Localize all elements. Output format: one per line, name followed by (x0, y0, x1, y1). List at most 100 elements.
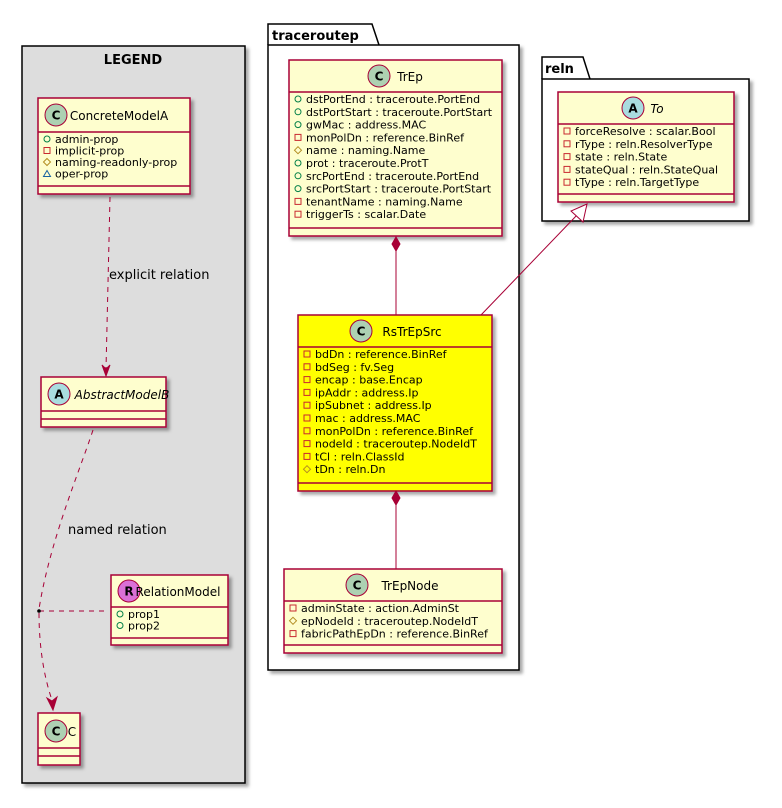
named-relation-label: named relation (68, 523, 167, 538)
public-visibility-icon (116, 622, 124, 629)
class-c[interactable]: C C (37, 712, 81, 766)
class-trep[interactable]: C TrEp dstPortEnd : traceroute.PortEndds… (288, 59, 503, 237)
package-title: traceroutep (272, 29, 359, 44)
class-concrete-model-a[interactable]: C ConcreteModelA admin-propimplicit-prop… (37, 97, 191, 195)
class-circle-icon (345, 573, 369, 597)
private-visibility-icon (303, 440, 311, 448)
private-visibility-icon (303, 414, 311, 422)
class-attribute: name : naming.Name (306, 144, 426, 157)
class-attribute: tCl : reln.ClassId (315, 450, 405, 463)
class-attribute: oper-prop (55, 168, 108, 181)
package-title: reln (545, 62, 574, 77)
class-attribute: ipAddr : address.Ip (315, 386, 419, 399)
class-attribute: ipSubnet : address.Ip (315, 399, 432, 412)
private-visibility-icon (43, 147, 51, 154)
class-attribute: prop1 (128, 608, 160, 621)
class-attribute: srcPortEnd : traceroute.PortEnd (306, 170, 479, 183)
class-letter: R (124, 585, 133, 599)
public-visibility-icon (294, 108, 302, 116)
public-visibility-icon (116, 610, 124, 618)
protected-visibility-icon (42, 157, 52, 167)
class-attribute: adminState : action.AdminSt (301, 602, 460, 615)
class-letter: C (353, 579, 362, 593)
private-visibility-icon (294, 133, 302, 141)
abstract-circle-icon (621, 96, 645, 120)
private-visibility-icon (289, 604, 297, 612)
private-visibility-icon (303, 363, 311, 371)
class-letter: C (52, 725, 61, 739)
class-name: To (650, 102, 663, 116)
private-visibility-icon (563, 178, 571, 186)
class-attribute: stateQual : reln.StateQual (575, 163, 718, 176)
class-letter: C (357, 325, 366, 339)
generalization-rstrepsrc-to (480, 203, 588, 316)
class-attribute: dstPortStart : traceroute.PortStart (306, 106, 493, 119)
class-name: RelationModel (136, 585, 221, 599)
private-visibility-icon (294, 210, 302, 218)
class-attribute: monPolDn : reference.BinRef (315, 425, 474, 438)
class-attribute: mac : address.MAC (315, 412, 421, 425)
private-visibility-icon (289, 630, 297, 638)
explicit-relation-label: explicit relation (109, 268, 209, 283)
class-attribute: tType : reln.TargetType (575, 176, 699, 189)
public-visibility-icon (294, 185, 302, 193)
package-visibility-icon (42, 169, 52, 177)
private-visibility-icon (563, 140, 571, 148)
public-visibility-icon (294, 172, 302, 180)
class-letter: C (52, 109, 61, 123)
class-attribute: bdDn : reference.BinRef (315, 348, 448, 361)
class-attribute: rType : reln.ResolverType (575, 138, 713, 151)
private-visibility-icon (563, 153, 571, 161)
class-attribute: prop2 (128, 620, 160, 633)
class-name: TrEpNode (380, 579, 438, 593)
composition-rstrepsrc-trepnode (391, 489, 401, 569)
class-attribute: dstPortEnd : traceroute.PortEnd (306, 93, 480, 106)
class-letter: C (375, 70, 384, 84)
class-attribute: encap : base.Encap (315, 374, 423, 387)
public-visibility-icon (43, 135, 51, 143)
public-visibility-icon (294, 159, 302, 167)
protected-visibility-icon (288, 616, 298, 626)
class-abstract-model-b[interactable]: A AbstractModelB (40, 376, 170, 428)
class-attribute: fabricPathEpDn : reference.BinRef (301, 628, 489, 641)
class-name: ConcreteModelA (70, 109, 169, 123)
class-attribute: monPolDn : reference.BinRef (306, 131, 465, 144)
class-attribute: epNodeId : traceroutep.NodeIdT (301, 615, 478, 628)
public-visibility-icon (294, 95, 302, 103)
private-visibility-icon (563, 127, 571, 135)
class-circle-icon (44, 719, 68, 743)
class-attribute: tDn : reln.Dn (315, 463, 385, 476)
protected-visibility-icon (302, 464, 312, 474)
class-name: C (68, 725, 76, 739)
class-letter: A (54, 388, 64, 402)
private-visibility-icon (303, 427, 311, 435)
class-attribute: bdSeg : fv.Seg (315, 361, 394, 374)
class-attribute: naming-readonly-prop (55, 156, 177, 169)
class-circle-icon (349, 319, 373, 343)
public-visibility-icon (294, 121, 302, 129)
class-rstrepsrc[interactable]: C RsTrEpSrc bdDn : reference.BinRefbdSeg… (297, 314, 493, 492)
legend-title: LEGEND (104, 53, 163, 68)
class-name: AbstractModelB (74, 388, 170, 402)
private-visibility-icon (294, 197, 302, 205)
private-visibility-icon (563, 165, 571, 173)
class-attribute: implicit-prop (55, 145, 124, 158)
class-attribute: tenantName : naming.Name (306, 195, 463, 208)
class-attribute: nodeId : traceroutep.NodeIdT (315, 438, 477, 451)
private-visibility-icon (303, 401, 311, 409)
class-name: TrEp (396, 70, 423, 84)
explicit-relation-arrow: explicit relation (101, 196, 209, 378)
private-visibility-icon (303, 376, 311, 384)
private-visibility-icon (303, 388, 311, 396)
class-attribute: admin-prop (55, 133, 118, 146)
relation-circle-icon (117, 579, 141, 603)
protected-visibility-icon (293, 145, 303, 155)
class-trepnode[interactable]: C TrEpNode adminState : action.AdminStep… (283, 568, 503, 654)
private-visibility-icon (303, 452, 311, 460)
class-circle-icon (367, 64, 391, 88)
class-attribute: srcPortStart : traceroute.PortStart (306, 183, 492, 196)
composition-trep-rstrepsrc (391, 235, 401, 315)
